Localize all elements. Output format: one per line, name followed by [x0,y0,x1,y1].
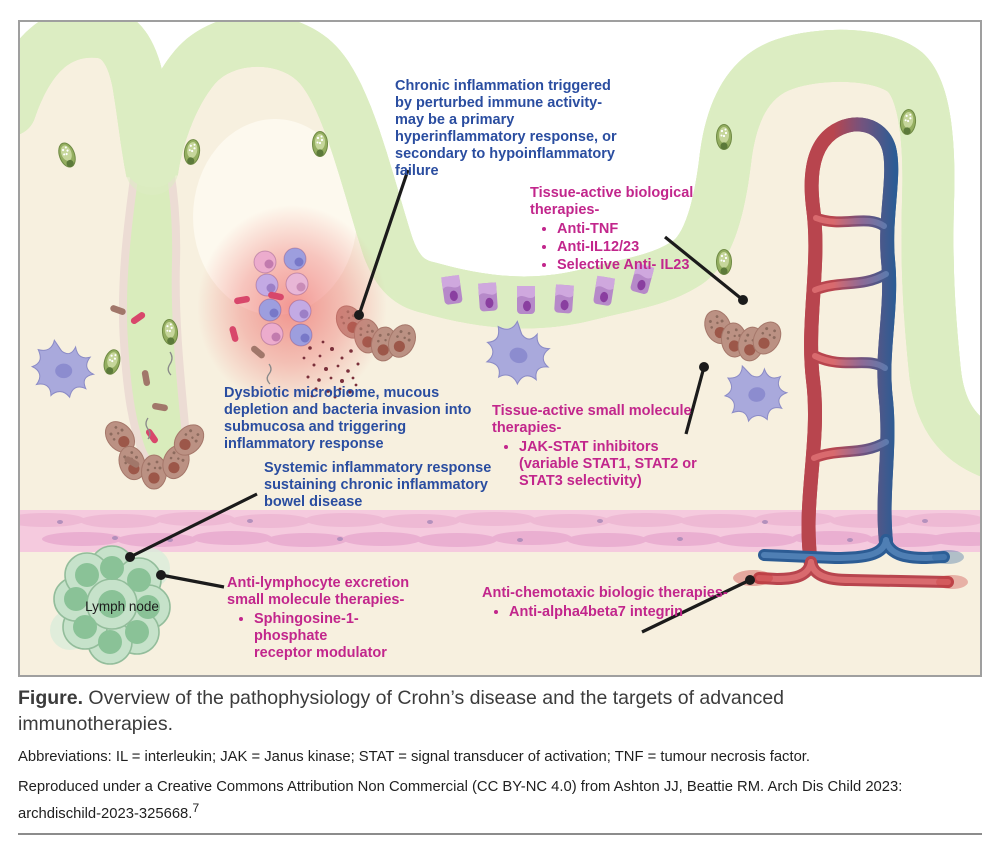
figure-caption-label: Figure. [18,687,84,709]
annotation-anti-chemotaxic: Anti-chemotaxic biologic therapies- Anti… [482,585,737,622]
muscle-layer-band [20,510,980,552]
crohns-illustration [20,22,980,675]
lymph-node-label: Lymph node [85,599,159,614]
immune-cell-cluster [253,247,313,347]
bullet-item: Selective Anti- IL23 [557,257,745,274]
annotation-chronic-inflammation: Chronic inflammation triggered by pertur… [395,78,620,180]
crypt-channel [118,156,190,475]
bacteria-rods [110,291,284,468]
attribution-line: Reproduced under a Creative Commons Attr… [18,776,982,826]
annotation-tissue-biological: Tissue-active biological therapies- Anti… [530,185,745,275]
bottom-rule [18,833,982,835]
annotation-lines [125,169,755,634]
annotation-anti-lymphocyte: Anti-lymphocyte excretion small molecule… [227,575,417,663]
epithelial-wall [20,22,980,454]
blood-vessels [733,124,968,589]
annotation-bullets: Anti-alpha4beta7 integrin [482,604,737,621]
figure-caption: Figure. Overview of the pathophysiology … [18,686,918,738]
annotation-bullets: Sphingosine-1-phosphate receptor modulat… [227,611,417,662]
bacteria-speckles [302,340,360,399]
annotation-dysbiotic-microbiome: Dysbiotic microbiome, mucous depletion a… [224,385,472,453]
annotation-bullets: JAK-STAT inhibitors (variable STAT1, STA… [492,439,724,490]
annotation-text: Systemic inflammatory response sustainin… [264,460,492,510]
figure-caption-text: Overview of the pathophysiology of Crohn… [18,687,785,735]
figure-panel: Chronic inflammation triggered by pertur… [18,20,982,677]
annotation-title: Anti-lymphocyte excretion small molecule… [227,575,410,608]
annotation-tissue-small-molecule: Tissue-active small molecule therapies- … [492,403,724,491]
annotation-text: Chronic inflammation triggered by pertur… [395,78,617,179]
bullet-item: Anti-IL12/23 [557,239,745,256]
annotation-title: Tissue-active small molecule therapies- [492,403,692,436]
annotation-text: Dysbiotic microbiome, mucous depletion a… [224,385,472,452]
lymph-node [50,545,171,665]
bullet-item: Anti-alpha4beta7 integrin [509,604,737,621]
gut-lumen [20,22,980,448]
annotation-systemic-response: Systemic inflammatory response sustainin… [264,460,496,511]
bullet-item: JAK-STAT inhibitors (variable STAT1, STA… [519,439,715,490]
annotation-bullets: Anti-TNF Anti-IL12/23 Selective Anti- IL… [530,221,745,274]
bullet-item: Anti-TNF [557,221,745,238]
abbreviations-line: Abbreviations: IL = interleukin; JAK = J… [18,749,811,765]
annotation-title: Anti-chemotaxic biologic therapies- [482,585,728,601]
annotation-title: Tissue-active biological therapies- [530,185,694,218]
bullet-item: Sphingosine-1-phosphate receptor modulat… [254,611,389,662]
reference-superscript: 7 [192,800,200,815]
vessel-anastomoses [808,212,892,464]
vein-horizontal [758,534,964,565]
attribution-text: Reproduced under a Creative Commons Attr… [18,779,903,822]
